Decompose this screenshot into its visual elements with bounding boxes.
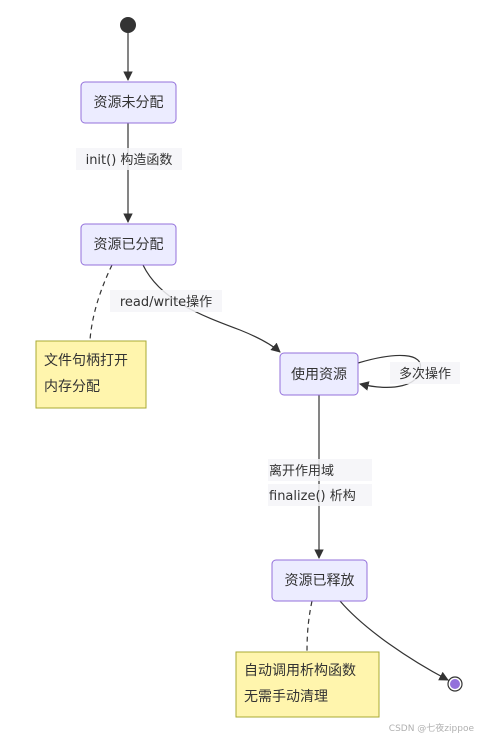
start-node	[120, 17, 136, 33]
edge-released-to-end	[339, 600, 449, 681]
note-released-line2: 无需手动清理	[244, 689, 328, 705]
label-init-text: init() 构造函数	[86, 153, 173, 168]
note-connector-allocated	[89, 264, 113, 341]
label-read-write-text: read/write操作	[120, 294, 212, 310]
state-allocated: 资源已分配	[80, 223, 177, 266]
state-released: 资源已释放	[271, 559, 368, 602]
label-finalize-text: finalize() 析构	[269, 489, 356, 504]
note-released-line1: 自动调用析构函数	[244, 663, 356, 679]
note-released: 自动调用析构函数 无需手动清理	[235, 651, 380, 718]
end-node-inner	[450, 679, 460, 689]
note-connector-released	[306, 600, 313, 653]
label-init: init() 构造函数	[76, 148, 182, 170]
state-allocated-label: 资源已分配	[94, 237, 164, 253]
state-in-use: 使用资源	[279, 352, 359, 396]
state-unallocated-label: 资源未分配	[94, 95, 164, 111]
note-allocated: 文件句柄打开 内存分配	[35, 340, 147, 409]
label-multi-ops: 多次操作	[390, 362, 460, 384]
note-allocated-line1: 文件句柄打开	[44, 352, 128, 369]
watermark: CSDN @七夜zippoe	[389, 722, 475, 734]
state-unallocated: 资源未分配	[80, 81, 177, 124]
label-finalize: finalize() 析构	[268, 484, 372, 506]
label-multi-ops-text: 多次操作	[399, 366, 451, 382]
label-leave-scope-text: 离开作用域	[269, 463, 334, 479]
label-read-write: read/write操作	[110, 290, 222, 312]
state-in-use-label: 使用资源	[291, 366, 347, 383]
state-released-label: 资源已释放	[285, 573, 355, 589]
note-allocated-line2: 内存分配	[44, 379, 100, 395]
edge-allocated-to-in-use	[142, 264, 281, 353]
label-leave-scope: 离开作用域	[268, 459, 372, 481]
